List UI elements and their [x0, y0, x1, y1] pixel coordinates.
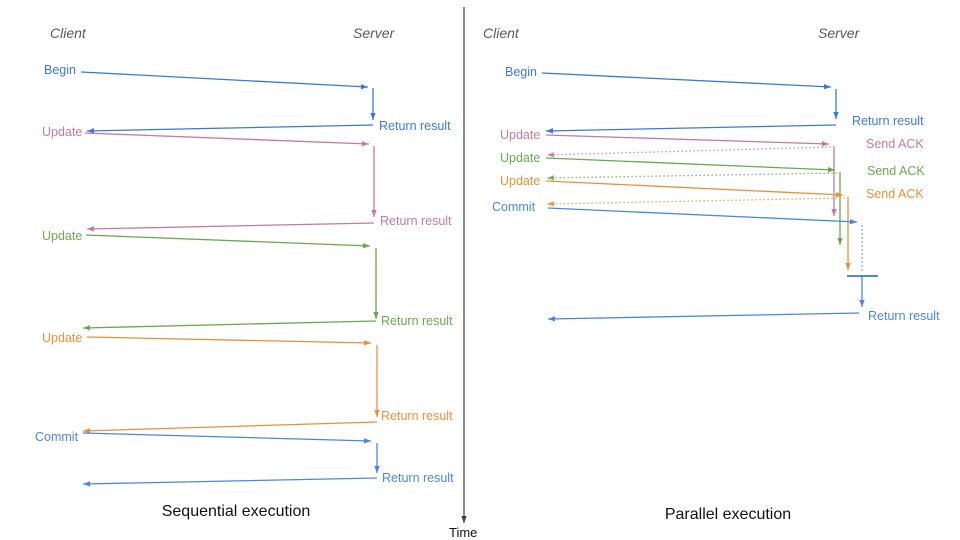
- commit-response-arrowhead: [83, 481, 91, 487]
- parallel-caption: Parallel execution: [665, 506, 791, 523]
- begin-response-arrowhead: [87, 128, 95, 134]
- begin-request-arrowhead: [823, 83, 831, 90]
- update2-request: [545, 157, 836, 171]
- update1-request: [545, 134, 830, 145]
- commit-label: Commit: [35, 430, 79, 444]
- commit-service-arrowhead: [374, 466, 380, 473]
- server-header: Server: [818, 25, 861, 41]
- update2-request-arrowhead: [827, 167, 835, 173]
- update2-ack-label: Send ACK: [867, 164, 925, 178]
- update2-service-arrowhead: [373, 312, 379, 319]
- begin-return-label: Return result: [852, 114, 924, 128]
- update3-ack-label: Send ACK: [866, 187, 924, 201]
- update1-request: [84, 132, 370, 145]
- update1-service-arrowhead: [371, 210, 377, 217]
- update1-response-arrowhead: [87, 226, 95, 232]
- begin-request: [80, 71, 369, 88]
- update3-service-arrowhead: [374, 410, 380, 417]
- update2-return-label: Return result: [381, 314, 453, 328]
- update2-response-arrowhead: [83, 325, 91, 331]
- time-axis-label: Time: [449, 525, 477, 540]
- commit-return-label: Return result: [382, 471, 454, 485]
- update2-request: [85, 234, 371, 247]
- update3-label: Update: [42, 331, 82, 345]
- update3-ack-arrowhead: [547, 201, 555, 207]
- update3-request: [86, 336, 372, 344]
- commit-response-arrowhead: [548, 316, 556, 322]
- update2-label: Update: [42, 229, 82, 243]
- begin-label: Begin: [505, 65, 537, 79]
- begin-service-arrowhead: [370, 113, 376, 120]
- commit-label: Commit: [492, 200, 536, 214]
- update1-label: Update: [42, 125, 82, 139]
- update3-ack: [546, 197, 846, 205]
- update2-ack: [546, 172, 838, 179]
- update1-ack-arrowhead: [547, 152, 555, 158]
- commit-exec-arrowhead: [859, 300, 865, 307]
- begin-label: Begin: [44, 63, 76, 77]
- update3-request: [545, 180, 844, 196]
- commit-response: [547, 312, 860, 320]
- client-header: Client: [50, 25, 87, 41]
- update3-label: Update: [500, 174, 540, 188]
- commit-response: [82, 477, 378, 485]
- update1-request-arrowhead: [361, 141, 369, 147]
- update2-service-arrowhead: [837, 238, 843, 245]
- commit-request: [547, 207, 858, 223]
- update1-ack-label: Send ACK: [866, 137, 924, 151]
- update1-service-arrowhead: [831, 209, 837, 216]
- begin-response-arrowhead: [546, 128, 554, 134]
- update1-return-label: Return result: [380, 214, 452, 228]
- update3-request-arrowhead: [835, 191, 843, 198]
- client-header: Client: [483, 25, 520, 41]
- commit-request-arrowhead: [849, 218, 857, 225]
- update3-response-arrowhead: [83, 428, 91, 434]
- server-header: Server: [353, 25, 396, 41]
- commit-return-label: Return result: [868, 309, 940, 323]
- update3-response: [82, 421, 378, 432]
- update1-response: [86, 222, 375, 230]
- begin-response: [545, 124, 837, 132]
- time-axis-line-arrowhead: [461, 516, 467, 523]
- update3-request-arrowhead: [363, 340, 371, 346]
- commit-request: [82, 432, 372, 442]
- update1-request-arrowhead: [821, 141, 829, 147]
- update2-request-arrowhead: [362, 243, 370, 249]
- update3-return-label: Return result: [381, 409, 453, 423]
- begin-return-label: Return result: [379, 119, 451, 133]
- commit-request-arrowhead: [363, 438, 371, 444]
- begin-service-arrowhead: [833, 112, 839, 119]
- begin-request-arrowhead: [360, 83, 368, 90]
- update2-label: Update: [500, 151, 540, 165]
- update3-service-arrowhead: [845, 263, 851, 270]
- update1-label: Update: [500, 128, 540, 142]
- begin-request: [541, 72, 832, 88]
- begin-response: [86, 124, 374, 132]
- sequential-caption: Sequential execution: [162, 503, 311, 520]
- update1-ack: [546, 146, 832, 156]
- update2-ack-arrowhead: [547, 175, 555, 181]
- update2-response: [82, 320, 377, 329]
